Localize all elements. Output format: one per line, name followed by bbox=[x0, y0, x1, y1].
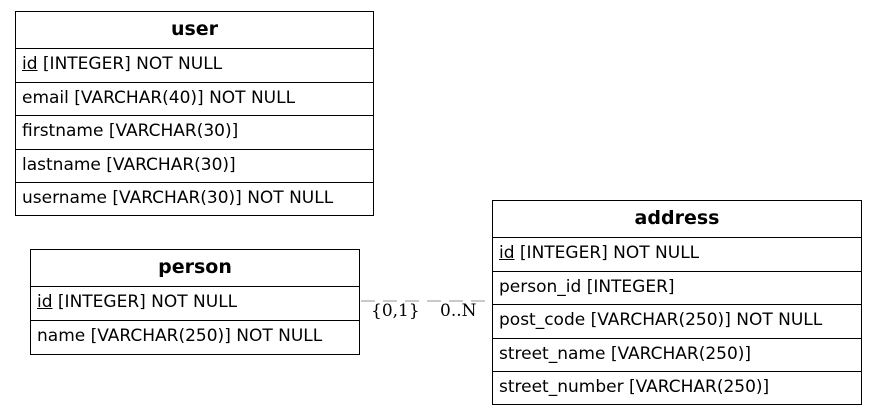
primary-key-name: id bbox=[37, 292, 53, 312]
entity-title: person bbox=[31, 250, 359, 287]
attribute-text: street_number [VARCHAR(250)] bbox=[499, 377, 770, 397]
attribute-text: post_code [VARCHAR(250)] NOT NULL bbox=[499, 310, 823, 330]
attribute-row: username [VARCHAR(30)] NOT NULL bbox=[16, 183, 373, 217]
primary-key-name: id bbox=[499, 243, 515, 263]
cardinality-to-label: 0..N bbox=[440, 301, 477, 321]
attribute-row: lastname [VARCHAR(30)] bbox=[16, 150, 373, 183]
attribute-row: name [VARCHAR(250)] NOT NULL bbox=[31, 321, 359, 355]
attribute-row: street_name [VARCHAR(250)] bbox=[493, 339, 861, 372]
attribute-text: street_name [VARCHAR(250)] bbox=[499, 343, 752, 364]
attribute-text: firstname [VARCHAR(30)] bbox=[22, 121, 239, 141]
cardinality-from-label: {0,1} bbox=[371, 301, 420, 321]
attribute-row: id [INTEGER] NOT NULL bbox=[31, 287, 359, 321]
attribute-text: email [VARCHAR(40)] NOT NULL bbox=[22, 87, 296, 108]
attribute-text: [INTEGER] NOT NULL bbox=[52, 292, 238, 312]
attribute-text: name [VARCHAR(250)] NOT NULL bbox=[37, 325, 323, 346]
attribute-text: [INTEGER] NOT NULL bbox=[37, 54, 223, 74]
primary-key-name: id bbox=[22, 54, 38, 74]
entity-title: user bbox=[16, 12, 373, 49]
attribute-row: street_number [VARCHAR(250)] bbox=[493, 372, 861, 406]
attribute-text: person_id [INTEGER] bbox=[499, 276, 675, 297]
attribute-row: person_id [INTEGER] bbox=[493, 272, 861, 305]
entity-address[interactable]: address id [INTEGER] NOT NULL person_id … bbox=[492, 200, 862, 405]
attribute-row: email [VARCHAR(40)] NOT NULL bbox=[16, 83, 373, 116]
attribute-row: id [INTEGER] NOT NULL bbox=[16, 49, 373, 83]
entity-title: address bbox=[493, 201, 861, 238]
attribute-text: username [VARCHAR(30)] NOT NULL bbox=[22, 188, 334, 208]
attribute-text: lastname [VARCHAR(30)] bbox=[22, 154, 236, 175]
entity-user[interactable]: user id [INTEGER] NOT NULL email [VARCHA… bbox=[15, 11, 374, 216]
attribute-row: post_code [VARCHAR(250)] NOT NULL bbox=[493, 305, 861, 339]
attribute-row: id [INTEGER] NOT NULL bbox=[493, 238, 861, 272]
entity-person[interactable]: person id [INTEGER] NOT NULL name [VARCH… bbox=[30, 249, 360, 355]
attribute-row: firstname [VARCHAR(30)] bbox=[16, 116, 373, 150]
attribute-text: [INTEGER] NOT NULL bbox=[514, 243, 700, 263]
